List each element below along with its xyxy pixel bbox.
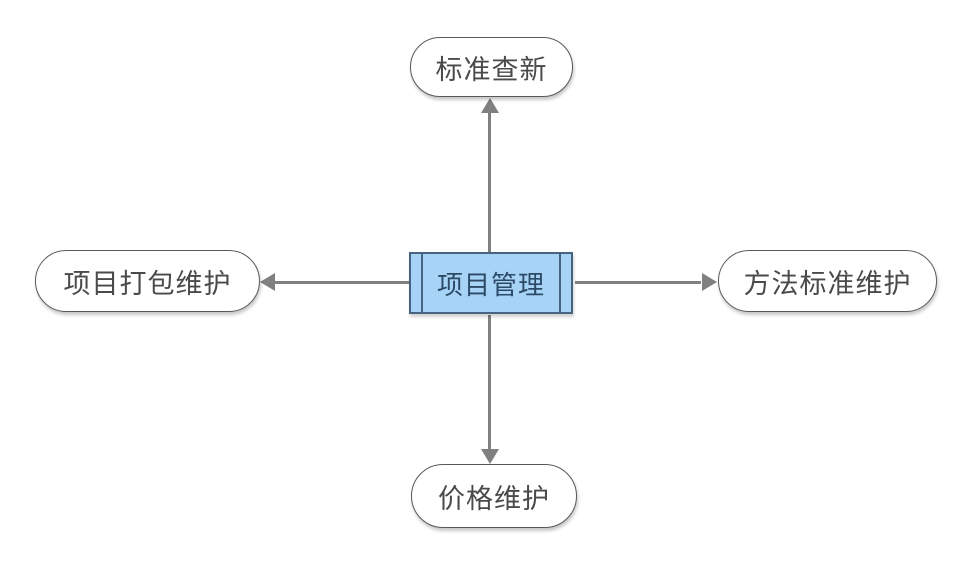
node-project-management: 项目管理: [409, 252, 573, 314]
node-label: 标准查新: [435, 54, 548, 85]
node-project-packaging-maintenance: 项目打包维护: [35, 250, 260, 312]
arrowhead-down-icon: [481, 449, 499, 464]
arrow-line-down: [488, 315, 491, 449]
arrow-line-right: [575, 281, 701, 284]
center-node-label: 项目管理: [436, 269, 545, 300]
node-label: 项目打包维护: [63, 268, 232, 299]
node-label: 价格维护: [438, 483, 550, 514]
arrowhead-left-icon: [260, 273, 275, 291]
arrowhead-right-icon: [702, 273, 717, 291]
node-method-standard-maintenance: 方法标准维护: [718, 250, 937, 312]
arrowhead-up-icon: [481, 98, 499, 113]
predefined-process-left-bar-icon: [421, 254, 423, 312]
predefined-process-right-bar-icon: [559, 254, 561, 312]
node-standard-novelty-check: 标准查新: [410, 37, 573, 97]
node-price-maintenance: 价格维护: [411, 464, 577, 528]
arrow-line-up: [488, 113, 491, 252]
arrow-line-left: [275, 281, 409, 284]
node-label: 方法标准维护: [743, 268, 912, 299]
